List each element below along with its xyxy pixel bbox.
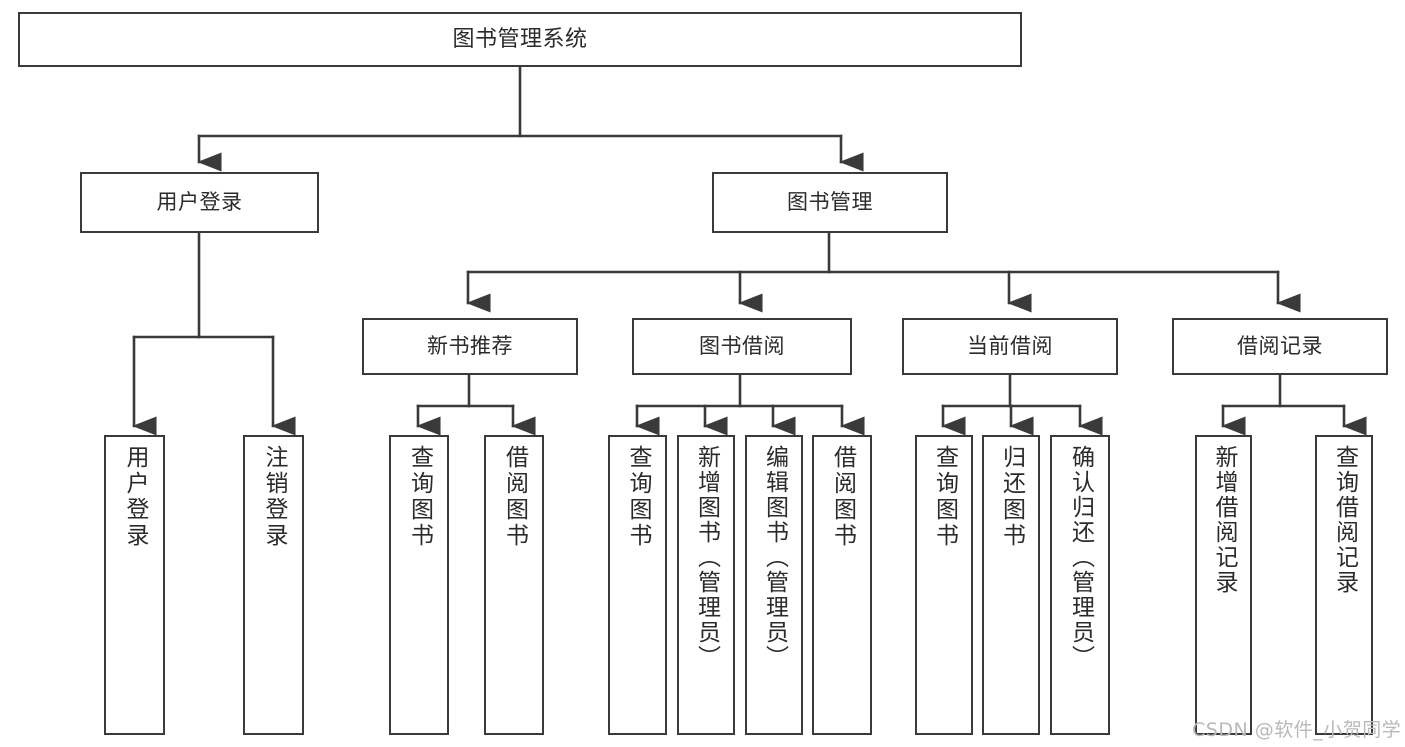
node-label: 图书借阅: [699, 334, 785, 359]
node-label: 查询图书: [406, 445, 433, 549]
leaf-borrow-book[interactable]: 借阅图书: [812, 435, 872, 735]
node-root-book-management-system[interactable]: 图书管理系统: [18, 12, 1022, 67]
node-label: 借阅图书: [501, 445, 528, 549]
node-label: 新书推荐: [427, 334, 513, 359]
node-label: 新增借阅记录: [1211, 445, 1237, 595]
node-label: 查询图书: [931, 445, 958, 549]
node-label: 编辑图书（管理员）: [761, 445, 788, 670]
leaf-query-book-current[interactable]: 查询图书: [915, 435, 973, 735]
node-label: 图书管理系统: [452, 26, 588, 52]
node-new-book-recommendation[interactable]: 新书推荐: [362, 318, 578, 375]
leaf-query-borrow-record[interactable]: 查询借阅记录: [1315, 435, 1373, 735]
node-label: 归还图书: [998, 445, 1025, 549]
leaf-query-book-borrow[interactable]: 查询图书: [608, 435, 667, 735]
leaf-confirm-return-admin[interactable]: 确认归还（管理员）: [1050, 435, 1110, 735]
node-label: 借阅记录: [1237, 334, 1323, 359]
node-borrowing-record[interactable]: 借阅记录: [1172, 318, 1388, 375]
node-label: 当前借阅: [967, 334, 1053, 359]
node-label: 借阅图书: [829, 445, 856, 549]
node-label: 查询图书: [625, 445, 651, 549]
leaf-query-book-recommend[interactable]: 查询图书: [389, 435, 449, 735]
node-label: 注销登录: [261, 445, 287, 549]
node-label: 查询借阅记录: [1331, 445, 1358, 595]
leaf-logout[interactable]: 注销登录: [243, 435, 304, 735]
node-label: 用户登录: [122, 445, 148, 549]
leaf-add-book-admin[interactable]: 新增图书（管理员）: [677, 435, 735, 735]
leaf-edit-book-admin[interactable]: 编辑图书（管理员）: [745, 435, 803, 735]
leaf-return-book[interactable]: 归还图书: [982, 435, 1040, 735]
node-user-login[interactable]: 用户登录: [80, 172, 319, 233]
node-current-borrowing[interactable]: 当前借阅: [902, 318, 1118, 375]
node-label: 新增图书（管理员）: [693, 445, 720, 670]
node-book-borrowing[interactable]: 图书借阅: [632, 318, 852, 375]
node-label: 确认归还（管理员）: [1067, 445, 1094, 670]
leaf-borrow-book-recommend[interactable]: 借阅图书: [484, 435, 544, 735]
node-label: 图书管理: [787, 190, 873, 215]
node-book-management[interactable]: 图书管理: [712, 172, 948, 233]
leaf-user-login[interactable]: 用户登录: [104, 435, 165, 735]
leaf-add-borrow-record[interactable]: 新增借阅记录: [1195, 435, 1252, 735]
node-label: 用户登录: [156, 190, 243, 215]
csdn-watermark: CSDN @软件_小贺同学: [1192, 719, 1402, 741]
